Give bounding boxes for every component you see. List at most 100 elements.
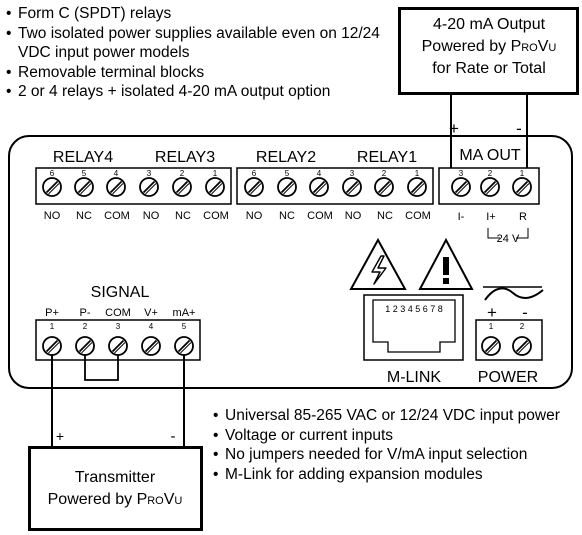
screw-terminal[interactable] [74, 177, 94, 197]
screw-terminal[interactable] [141, 336, 161, 356]
output-box-text: 4-20 mA Output Powered by ProVu for Rate… [400, 14, 578, 80]
terminal-label: COM [405, 210, 431, 222]
transmitter-box-line2-text: Powered by [47, 491, 137, 508]
power-plus-sign: + [487, 303, 497, 322]
relay-block-b-labels: NO NC COM NO NC COM [246, 210, 431, 222]
screw-terminal[interactable] [75, 336, 95, 356]
screw-terminal[interactable] [139, 177, 159, 197]
terminal-number: 5 [182, 322, 187, 331]
transmitter-box-line1: Transmitter [74, 469, 156, 486]
relay-block-a-numbers: 6 5 4 3 2 1 [50, 169, 218, 178]
terminal-number: 2 [488, 169, 493, 178]
terminal-label: COM [203, 210, 229, 222]
screw-terminal[interactable] [172, 177, 192, 197]
ma-out-24v-bracket [487, 228, 529, 239]
feature-item: Universal 85-265 VAC or 12/24 VDC input … [213, 406, 578, 426]
screw-terminal[interactable] [106, 177, 126, 197]
terminal-number: 2 [382, 169, 387, 178]
screw-terminal[interactable] [174, 336, 194, 356]
screw-terminal[interactable] [480, 177, 500, 197]
signal-pin-labels: P+ P- COM V+ mA+ [45, 307, 195, 319]
electrical-hazard-icon [349, 237, 407, 290]
relay4-label: RELAY4 [53, 149, 113, 166]
output-box [398, 7, 579, 95]
bottom-feature-list: Universal 85-265 VAC or 12/24 VDC input … [213, 406, 578, 484]
ma-out-labels: I- I+ R [458, 211, 527, 223]
transmitter-minus-sign: - [171, 428, 176, 445]
terminal-label: COM [104, 210, 130, 222]
relay3-label: RELAY3 [155, 149, 215, 166]
feature-item: M-Link for adding expansion modules [213, 465, 578, 485]
screw-terminal[interactable] [451, 177, 471, 197]
warning-icon [418, 237, 474, 290]
m-link-connector[interactable]: 1 2 3 4 5 6 7 8 [363, 294, 464, 361]
power-label: POWER [478, 369, 538, 386]
terminal-label: NO [246, 210, 263, 222]
output-box-line2-text: Powered by [421, 38, 511, 55]
screw-terminal[interactable] [108, 336, 128, 356]
terminal-number: 1 [520, 169, 525, 178]
terminal-number: 6 [50, 169, 55, 178]
terminal-number: 4 [114, 169, 119, 178]
signal-label: SIGNAL [91, 284, 150, 301]
terminal-number: 2 [520, 322, 525, 331]
screw-terminal[interactable] [481, 336, 501, 356]
signal-pin-label: P+ [45, 307, 59, 319]
provu-brand: ProVu [510, 38, 557, 55]
output-box-line1: 4-20 mA Output [432, 16, 546, 33]
relay-terminal-block-b [236, 167, 434, 205]
terminal-number: 3 [459, 169, 464, 178]
output-minus-sign: - [516, 119, 522, 138]
feature-item: Removable terminal blocks [6, 63, 396, 83]
screw-terminal[interactable] [205, 177, 225, 197]
terminal-number: 1 [213, 169, 218, 178]
terminal-label: NO [44, 210, 61, 222]
terminal-label: I+ [486, 211, 495, 223]
screw-terminal[interactable] [342, 177, 362, 197]
transmitter-box [28, 446, 203, 531]
terminal-label: NC [279, 210, 295, 222]
screw-terminal[interactable] [244, 177, 264, 197]
feature-item: Voltage or current inputs [213, 426, 578, 446]
terminal-number: 5 [82, 169, 87, 178]
transmitter-box-text: Transmitter Powered by ProVu [29, 467, 201, 511]
provu-brand: ProVu [136, 491, 183, 508]
screw-terminal[interactable] [512, 177, 532, 197]
terminal-number: 3 [147, 169, 152, 178]
screw-terminal[interactable] [512, 336, 532, 356]
screw-terminal[interactable] [277, 177, 297, 197]
signal-pin-label: mA+ [173, 307, 196, 319]
screw-terminal[interactable] [309, 177, 329, 197]
terminal-number: 1 [489, 322, 494, 331]
terminal-number: 5 [285, 169, 290, 178]
ma-out-label: MA OUT [459, 147, 521, 164]
feature-text: Two isolated power supplies available ev… [18, 24, 380, 62]
terminal-label: NC [175, 210, 191, 222]
signal-jumper-wire [84, 355, 119, 381]
feature-item: 2 or 4 relays + isolated 4-20 mA output … [6, 82, 396, 102]
terminal-label: NC [377, 210, 393, 222]
relay-block-a-labels: NO NC COM NO NC COM [44, 210, 229, 222]
ac-power-icon [483, 286, 544, 301]
m-link-pin-numbers: 1 2 3 4 5 6 7 8 [385, 304, 443, 314]
feature-item: No jumpers needed for V/mA input selecti… [213, 445, 578, 465]
screw-terminal[interactable] [42, 336, 62, 356]
terminal-number: 2 [83, 322, 88, 331]
relay1-label: RELAY1 [357, 149, 417, 166]
output-plus-sign: + [449, 119, 459, 138]
terminal-label: R [519, 211, 527, 223]
transmitter-plus-sign: + [56, 428, 64, 444]
ma-out-24v-label: 24 V [497, 233, 520, 245]
terminal-number: 6 [252, 169, 257, 178]
screw-terminal[interactable] [42, 177, 62, 197]
screw-terminal[interactable] [374, 177, 394, 197]
terminal-number: 4 [149, 322, 154, 331]
signal-pin-label: V+ [144, 307, 158, 319]
terminal-label: NO [345, 210, 362, 222]
terminal-number: 3 [116, 322, 121, 331]
terminal-label: NO [143, 210, 160, 222]
terminal-number: 2 [180, 169, 185, 178]
screw-terminal[interactable] [407, 177, 427, 197]
terminal-label: I- [458, 211, 465, 223]
instrument-panel [8, 135, 573, 389]
